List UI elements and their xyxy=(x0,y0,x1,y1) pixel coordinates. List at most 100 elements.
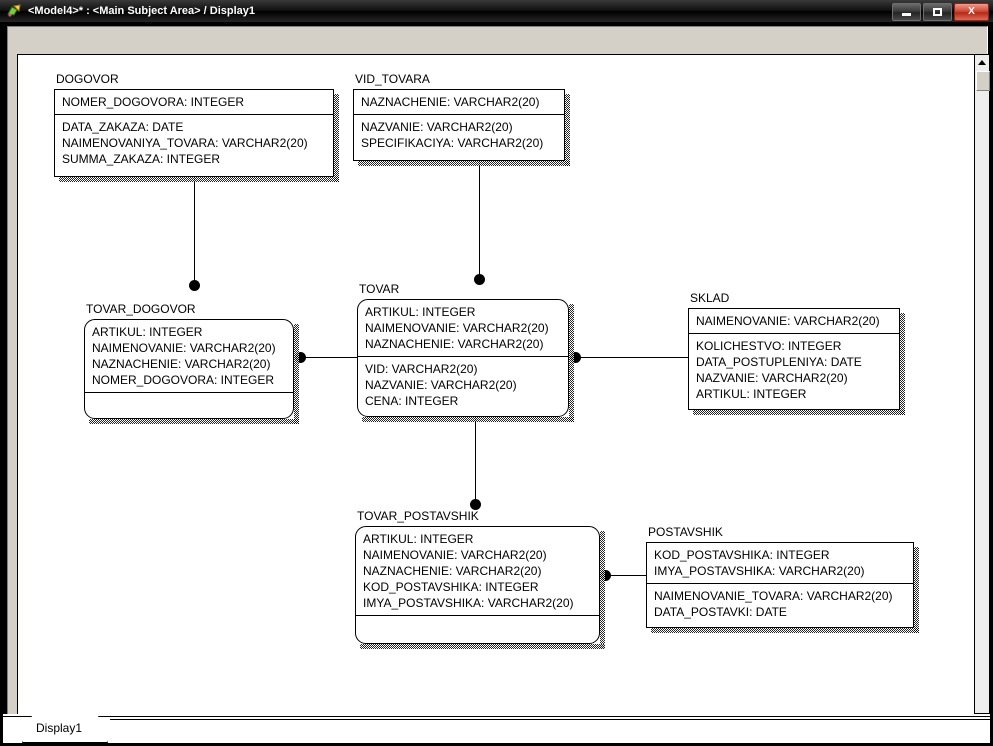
entity-attribute: CENA: INTEGER xyxy=(365,394,459,408)
relationship-cardinality-dot xyxy=(295,352,306,363)
entity-key-attribute: ARTIKUL: INTEGER xyxy=(363,532,474,546)
entity-name-label: DOGOVOR xyxy=(56,72,119,86)
entity-attribute-section xyxy=(356,616,599,624)
window-controls: X xyxy=(892,3,989,21)
relationship-cardinality-dot xyxy=(474,274,485,285)
entity-dogovor[interactable]: DOGOVOR NOMER_DOGOVORA: INTEGER DATA_ZAKAZ… xyxy=(54,72,339,182)
entity-attribute-section: KOLICHESTVO: INTEGER DATA_POSTUPLENIYA: D… xyxy=(689,334,899,406)
entity-attribute: NAZVANIE: VARCHAR2(20) xyxy=(361,120,513,134)
window-title: <Model4>* : <Main Subject Area> / Displa… xyxy=(28,5,256,17)
entity-key-attribute: NAZNACHENIE: VARCHAR2(20) xyxy=(363,564,542,578)
diagram-surface: DOGOVOR NOMER_DOGOVORA: INTEGER DATA_ZAKAZ… xyxy=(18,55,974,715)
entity-attribute: NAIMENOVANIE_TOVARA: VARCHAR2(20) xyxy=(654,589,893,603)
tab-display1-label: Display1 xyxy=(36,721,83,735)
entity-attribute-section: NAIMENOVANIE_TOVARA: VARCHAR2(20)DATA_PO… xyxy=(647,584,913,624)
window-frame: DOGOVOR NOMER_DOGOVORA: INTEGER DATA_ZAKAZ… xyxy=(3,23,990,732)
maximize-icon xyxy=(933,8,942,16)
entity-key-attribute: IMYA_POSTAVSHIKA: VARCHAR2(20) xyxy=(654,564,865,578)
relationship-cardinality-dot xyxy=(600,570,611,581)
close-button[interactable]: X xyxy=(954,3,989,21)
entity-key-attribute: NAIMENOVANIE: VARCHAR2(20) xyxy=(365,321,549,335)
entity-attribute: NAZVANIE: VARCHAR2(20) xyxy=(696,371,848,385)
entity-key-attribute: NAIMENOVANIE: VARCHAR2(20) xyxy=(92,341,276,355)
entity-box[interactable]: NOMER_DOGOVORA: INTEGER DATA_ZAKAZA: DATE… xyxy=(54,89,334,177)
entity-shadow xyxy=(360,644,605,649)
entity-box[interactable]: ARTIKUL: INTEGER NAIMENOVANIE: VARCHAR2(2… xyxy=(355,526,600,644)
entity-name-label: TOVAR_POSTAVSHIK xyxy=(357,509,479,523)
entity-box[interactable]: NAZNACHENIE: VARCHAR2(20) NAZVANIE: VARCH… xyxy=(353,89,565,161)
entity-key-attribute: IMYA_POSTAVSHIKA: VARCHAR2(20) xyxy=(363,596,574,610)
entity-shadow xyxy=(900,313,905,415)
entity-key-section: ARTIKUL: INTEGER NAIMENOVANIE: VARCHAR2(2… xyxy=(356,527,599,616)
relationship-cardinality-dot xyxy=(189,280,200,291)
entity-key-attribute: ARTIKUL: INTEGER xyxy=(92,325,203,339)
entity-key-section: NAZNACHENIE: VARCHAR2(20) xyxy=(354,90,564,115)
entity-shadow xyxy=(693,410,905,415)
relationship-line xyxy=(575,357,688,358)
relationship-line xyxy=(300,357,357,358)
entity-attribute: NAZVANIE: VARCHAR2(20) xyxy=(365,378,517,392)
window-client-area: DOGOVOR NOMER_DOGOVORA: INTEGER DATA_ZAKAZ… xyxy=(7,26,990,732)
entity-tovar_dogovor[interactable]: TOVAR_DOGOVOR ARTIKUL: INTEGER NAIMENOVANI… xyxy=(84,302,299,424)
entity-shadow xyxy=(358,161,570,166)
entity-shadow xyxy=(565,94,570,166)
scroll-up-icon[interactable] xyxy=(976,56,988,68)
minimize-icon xyxy=(902,13,911,16)
entity-name-label: VID_TOVARA xyxy=(355,72,430,86)
entity-attribute: ARTIKUL: INTEGER xyxy=(696,387,807,401)
entity-shadow xyxy=(294,324,299,424)
entity-key-attribute: NAIMENOVANIE: VARCHAR2(20) xyxy=(696,314,880,328)
entity-tovar_postavshik[interactable]: TOVAR_POSTAVSHIK ARTIKUL: INTEGER NAIMENOV… xyxy=(355,509,605,649)
relationship-line xyxy=(479,161,480,279)
entity-name-label: TOVAR_DOGOVOR xyxy=(86,302,196,316)
relationship-line xyxy=(605,575,646,576)
relationship-line xyxy=(475,417,476,504)
entity-key-attribute: NAZNACHENIE: VARCHAR2(20) xyxy=(365,337,544,351)
entity-key-attribute: NAIMENOVANIE: VARCHAR2(20) xyxy=(363,548,547,562)
entity-vid_tovara[interactable]: VID_TOVARA NAZNACHENIE: VARCHAR2(20) NAZVA… xyxy=(353,72,570,166)
tab-strip-divider xyxy=(3,716,990,717)
entity-key-attribute: NOMER_DOGOVORA: INTEGER xyxy=(92,373,275,387)
entity-attribute: DATA_ZAKAZA: DATE xyxy=(62,120,184,134)
entity-key-attribute: KOD_POSTAVSHIKA: INTEGER xyxy=(363,580,539,594)
entity-name-label: POSTAVSHIK xyxy=(648,525,723,539)
title-bar: <Model4>* : <Main Subject Area> / Displa… xyxy=(0,0,993,22)
minimize-button[interactable] xyxy=(892,3,921,21)
entity-key-section: NOMER_DOGOVORA: INTEGER xyxy=(55,90,333,115)
entity-box[interactable]: NAIMENOVANIE: VARCHAR2(20) KOLICHESTVO: I… xyxy=(688,308,900,410)
vertical-scrollbar-thumb[interactable] xyxy=(976,71,990,91)
entity-shadow xyxy=(362,417,574,422)
tab-strip xyxy=(0,714,993,746)
entity-attribute: KOLICHESTVO: INTEGER xyxy=(696,339,842,353)
maximize-button[interactable] xyxy=(923,3,952,21)
entity-shadow xyxy=(914,547,919,633)
entity-key-attribute: NOMER_DOGOVORA: INTEGER xyxy=(62,95,245,109)
entity-attribute: DATA_POSTUPLENIYA: DATE xyxy=(696,355,862,369)
relationship-line xyxy=(194,177,195,285)
entity-sklad[interactable]: SKLAD NAIMENOVANIE: VARCHAR2(20) KOLICHEST… xyxy=(688,291,905,415)
entity-attribute: SUMMA_ZAKAZA: INTEGER xyxy=(62,152,221,166)
diagram-canvas[interactable]: DOGOVOR NOMER_DOGOVORA: INTEGER DATA_ZAKAZ… xyxy=(17,54,975,716)
close-icon: X xyxy=(968,6,975,17)
relationship-cardinality-dot xyxy=(570,352,581,363)
entity-box[interactable]: ARTIKUL: INTEGER NAIMENOVANIE: VARCHAR2(2… xyxy=(84,319,294,419)
entity-shadow xyxy=(569,304,574,422)
entity-name-label: TOVAR xyxy=(359,282,400,296)
entity-attribute-section: VID: VARCHAR2(20) NAZVANIE: VARCHAR2(20) C… xyxy=(358,357,568,413)
erwin-model-icon xyxy=(5,3,23,19)
entity-attribute: SPECIFIKACIYA: VARCHAR2(20) xyxy=(361,136,544,150)
entity-shadow xyxy=(600,531,605,649)
entity-key-section: ARTIKUL: INTEGER NAIMENOVANIE: VARCHAR2(2… xyxy=(85,320,293,393)
entity-name-label: SKLAD xyxy=(690,291,730,305)
entity-attribute: VID: VARCHAR2(20) xyxy=(365,362,478,376)
entity-shadow xyxy=(334,94,339,182)
vertical-scrollbar[interactable] xyxy=(974,54,990,714)
